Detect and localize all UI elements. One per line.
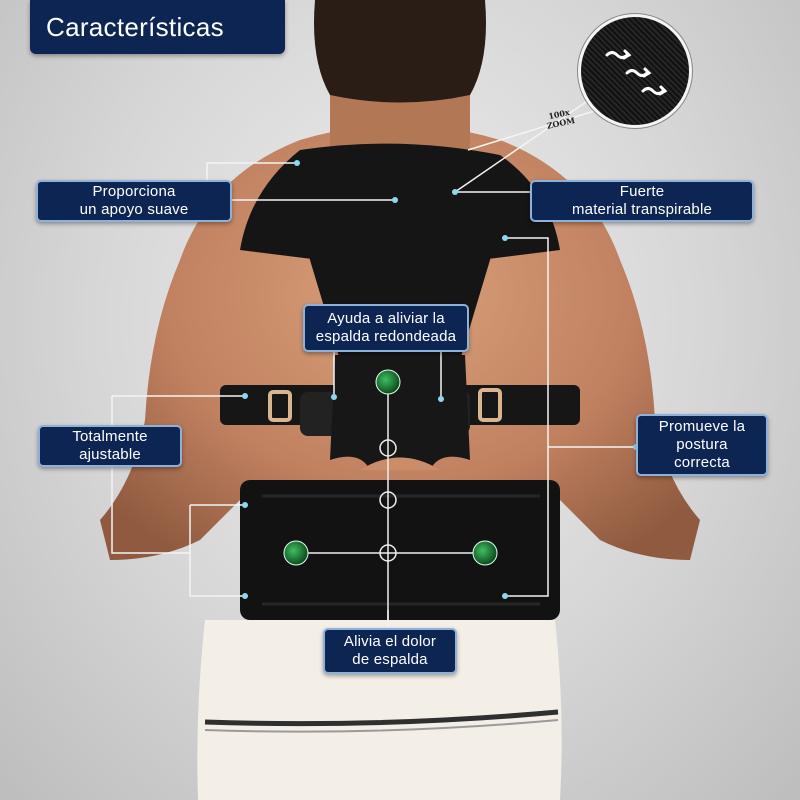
airflow-arrows-icon [605, 49, 668, 96]
magnet-icon [283, 540, 309, 566]
page-title: Características [30, 0, 285, 54]
crosshair-lines [296, 382, 485, 628]
hair [314, 0, 486, 103]
feature-soft-support: Proporciona un apoyo suave [36, 180, 232, 222]
feature-rounded-back-relief: Ayuda a aliviar la espalda redondeada [303, 304, 469, 352]
feature-correct-posture: Promueve la postura correcta [636, 414, 768, 476]
shorts [197, 620, 562, 800]
feature-fully-adjustable: Totalmente ajustable [38, 425, 182, 467]
fabric-zoom-detail [578, 14, 692, 128]
feature-back-pain-relief: Alivia el dolor de espalda [323, 628, 457, 674]
magnets [283, 369, 498, 566]
magnet-icon [472, 540, 498, 566]
callout-dots [242, 160, 639, 599]
feature-breathable-material: Fuerte material transpirable [530, 180, 754, 222]
magnet-icon [375, 369, 401, 395]
